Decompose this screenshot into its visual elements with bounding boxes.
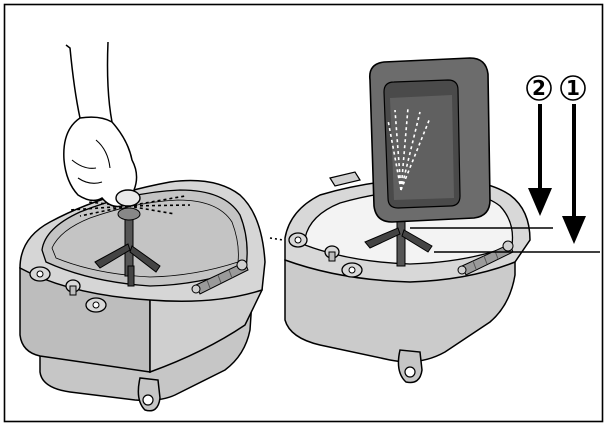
- wing-nut-6: [341, 262, 363, 278]
- callout-arrow-1: [562, 104, 586, 244]
- callout-lines: [269, 227, 600, 253]
- callout-arrow-2: [528, 104, 552, 216]
- wing-nut-1: [29, 266, 51, 282]
- wing-nut-2: [65, 279, 81, 296]
- callout-2-label: 2: [532, 76, 546, 100]
- wing-nut-4: [288, 232, 308, 248]
- hand-icon: [63, 41, 141, 208]
- wing-nut-3: [85, 297, 107, 313]
- callout-1-label: 1: [566, 76, 580, 100]
- left-tank: [19, 179, 266, 412]
- callout-2: 2: [526, 75, 552, 101]
- spray-nozzle-left: [94, 207, 161, 287]
- callout-1: 1: [560, 75, 586, 101]
- canister-icon: [368, 57, 491, 223]
- wing-nut-5: [324, 245, 340, 262]
- right-tank: [284, 171, 531, 384]
